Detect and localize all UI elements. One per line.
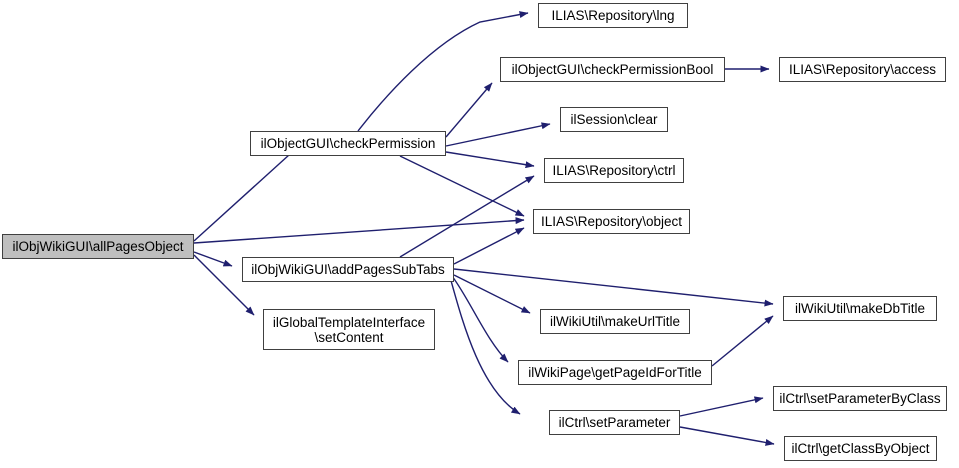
edge-addPagesSubTabs-to-getPageIdForTitle <box>451 275 509 363</box>
node-access[interactable]: ILIAS\Repository\access <box>779 57 946 82</box>
node-clear[interactable]: ilSession\clear <box>560 107 668 132</box>
edge-checkPermission-to-checkPermissionBool <box>445 82 493 138</box>
edge-addPagesSubTabs-to-object <box>453 227 525 265</box>
edge-addPagesSubTabs-to-makeUrlTitle <box>453 274 531 314</box>
node-label-addPagesSubTabs: ilObjWikiGUI\addPagesSubTabs <box>251 262 445 277</box>
node-allPagesObject[interactable]: ilObjWikiGUI\allPagesObject <box>2 234 194 259</box>
edge-allPagesObject-to-checkPermission <box>193 144 301 242</box>
node-label-checkPermissionBool: ilObjectGUI\checkPermissionBool <box>511 62 714 77</box>
node-setContent[interactable]: ilGlobalTemplateInterface \setContent <box>263 309 435 350</box>
node-label-getClassByObject: ilCtrl\getClassByObject <box>791 441 930 456</box>
node-label-lng: ILIAS\Repository\lng <box>551 8 675 23</box>
node-getClassByObject[interactable]: ilCtrl\getClassByObject <box>784 436 937 461</box>
edge-allPagesObject-to-object <box>193 217 525 244</box>
node-ctrl[interactable]: ILIAS\Repository\ctrl <box>544 158 684 183</box>
node-label-setContent: ilGlobalTemplateInterface \setContent <box>272 314 426 345</box>
node-label-clear: ilSession\clear <box>570 112 658 127</box>
edge-setParameter-to-getClassByObject <box>679 426 775 446</box>
node-label-setParameterByClass: ilCtrl\setParameterByClass <box>779 391 941 406</box>
node-label-allPagesObject: ilObjWikiGUI\allPagesObject <box>12 239 184 254</box>
node-lng[interactable]: ILIAS\Repository\lng <box>538 3 688 28</box>
node-makeUrlTitle[interactable]: ilWikiUtil\makeUrlTitle <box>540 309 690 334</box>
edge-addPagesSubTabs-to-setParameter <box>449 276 521 415</box>
edge-allPagesObject-to-addPagesSubTabs <box>193 251 233 267</box>
edge-checkPermission-to-object <box>399 155 525 217</box>
node-object[interactable]: ILIAS\Repository\object <box>533 209 690 234</box>
node-setParameter[interactable]: ilCtrl\setParameter <box>549 410 680 435</box>
edge-addPagesSubTabs-to-makeDbTitle <box>453 268 774 307</box>
node-addPagesSubTabs[interactable]: ilObjWikiGUI\addPagesSubTabs <box>242 257 454 282</box>
node-checkPermission[interactable]: ilObjectGUI\checkPermission <box>250 131 446 156</box>
edge-checkPermission-to-clear <box>445 122 551 147</box>
edge-setParameter-to-setParameterByClass <box>679 396 764 417</box>
node-label-object: ILIAS\Repository\object <box>540 214 683 229</box>
node-label-checkPermission: ilObjectGUI\checkPermission <box>260 136 436 151</box>
node-getPageIdForTitle[interactable]: ilWikiPage\getPageIdForTitle <box>518 360 712 385</box>
node-setParameterByClass[interactable]: ilCtrl\setParameterByClass <box>773 386 947 411</box>
edge-addPagesSubTabs-to-ctrl <box>399 175 535 258</box>
node-label-access: ILIAS\Repository\access <box>788 62 937 77</box>
node-label-setParameter: ilCtrl\setParameter <box>558 415 671 430</box>
node-label-makeDbTitle: ilWikiUtil\makeDbTitle <box>794 301 925 316</box>
node-label-ctrl: ILIAS\Repository\ctrl <box>552 163 676 178</box>
node-checkPermissionBool[interactable]: ilObjectGUI\checkPermissionBool <box>500 57 725 82</box>
edge-checkPermission-to-ctrl <box>445 151 535 169</box>
node-makeDbTitle[interactable]: ilWikiUtil\makeDbTitle <box>783 296 937 321</box>
node-label-getPageIdForTitle: ilWikiPage\getPageIdForTitle <box>528 365 702 380</box>
edge-getPageIdForTitle-to-makeDbTitle <box>711 315 774 367</box>
node-label-makeUrlTitle: ilWikiUtil\makeUrlTitle <box>550 314 680 329</box>
